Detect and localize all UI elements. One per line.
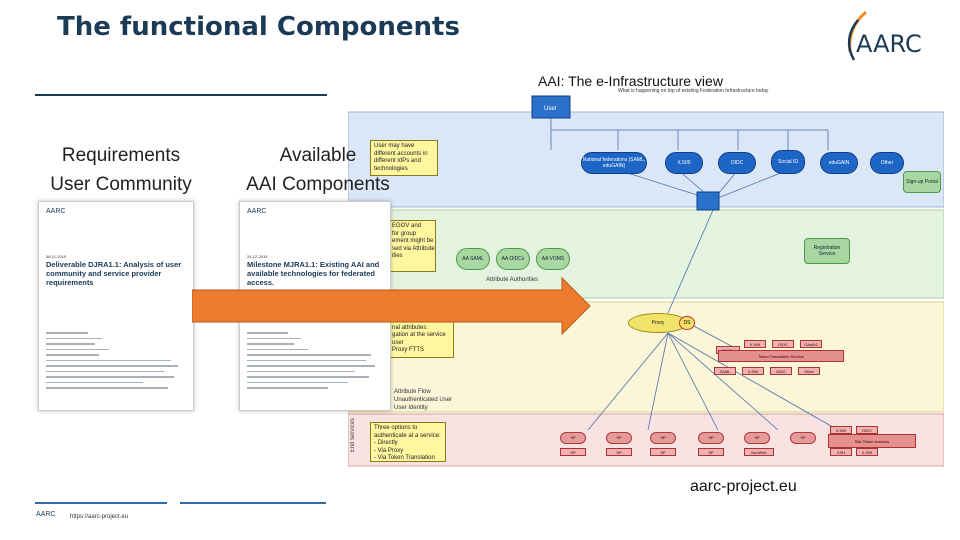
flow-legend-line-3: User Identity [394, 405, 428, 411]
idp-oidc: OIDC [718, 152, 756, 174]
service-sp-3: SP [650, 432, 676, 444]
document-body-lines [46, 332, 185, 393]
document-body-lines [247, 332, 382, 393]
note-attributes-line-2: for group [392, 230, 417, 237]
document-date: 24-12-2015 [247, 254, 268, 259]
aa-saml: AA SAML [456, 248, 490, 270]
service-bottom-2: SP [606, 448, 632, 456]
service-bottom-4: SP [698, 448, 724, 456]
user-label: User [544, 106, 557, 112]
site-box-4: X.509 [856, 448, 878, 456]
site-box-1: X.509 [830, 426, 852, 434]
idp-social-id: Social ID [771, 150, 805, 174]
service-sp-6: SP [790, 432, 816, 444]
service-sp-1: SP [560, 432, 586, 444]
connector-lines [550, 118, 839, 431]
idp-edugain: eduGAIN [820, 152, 858, 174]
document-logo: AARC [46, 208, 66, 215]
note-attributes-line-3: ement might be [392, 238, 434, 244]
note-accounts-line-2: different accounts in [374, 150, 428, 157]
note-options-line-5: - Via Token Translation [374, 455, 435, 461]
token-box-6: X.509 [742, 367, 764, 375]
note-attributes-line-5: ities [392, 253, 403, 259]
aa-oidcs: AA OIDCs [496, 248, 530, 270]
site-token-services: Site Token services [828, 434, 916, 448]
requirements-label: Requirements User Community [36, 141, 206, 199]
note-flows-line-2: nal attributes: [392, 324, 429, 331]
flow-legend: Attribute Flow Unauthenticated User User… [394, 388, 452, 412]
document-logo: AARC [247, 208, 267, 215]
aa-voms: AA VOMS [536, 248, 570, 270]
user-identity-box [696, 191, 720, 211]
note-options-line-3: - Directly [374, 440, 398, 446]
available-label-line-1: Available [279, 145, 357, 166]
attribute-authorities-caption: Attribute Authorities [486, 277, 539, 283]
note-options-line-1: Three options to [374, 425, 418, 431]
discovery-service-node: DS [679, 316, 695, 330]
footer-aarc-logo: AARC [36, 511, 56, 518]
idp-other: Other [870, 152, 904, 174]
registration-service: Registration Service [804, 238, 850, 264]
token-box-5: SAML [714, 367, 736, 375]
token-box-4: OAuth2 [800, 340, 822, 348]
token-box-7: OIDC [770, 367, 792, 375]
site-box-2: OIDC [856, 426, 878, 434]
note-accounts-line-1: User may have [374, 143, 415, 149]
service-sp-2: SP [606, 432, 632, 444]
footer-url: https://aarc-project.eu [70, 514, 129, 520]
note-options: Three options to authenticate at a servi… [370, 422, 446, 462]
project-url-caption: aarc-project.eu [690, 478, 797, 495]
flow-legend-line-2: Unauthenticated User [394, 397, 453, 403]
requirements-label-line-2: User Community [50, 174, 192, 195]
end-services-label: End services [350, 418, 356, 453]
token-box-2: X.509 [744, 340, 766, 348]
aarc-logo-mark [847, 10, 867, 61]
aai-infrastructure-diagram: AAI: The e-Infrastructure view What is h… [348, 70, 944, 470]
flow-legend-line-1: Attribute Flow [394, 389, 431, 395]
token-box-3: OIDC [772, 340, 794, 348]
orange-right-arrow-icon [192, 276, 591, 336]
idp-x509: X.509 [665, 152, 703, 174]
note-attributes-line-4: sed via Attribute [392, 245, 435, 252]
requirements-label-line-1: Requirements [61, 145, 181, 166]
infrastructure-title: AAI: The e-Infrastructure view [538, 73, 723, 89]
note-accounts-line-3: different IdPs and [374, 158, 421, 164]
note-accounts: User may have different accounts in diff… [370, 140, 438, 176]
note-accounts-line-4: technologies [374, 165, 408, 172]
note-attributes-line-1: EGOV and [392, 223, 422, 229]
document-deliverable-djra1-1: AARC 08-11-2015 Deliverable DJRA1.1: Ana… [38, 201, 194, 411]
note-flows-line-3: gation at the service [392, 332, 446, 338]
note-options-line-2: authenticate at a service: [374, 432, 441, 439]
title-underline [35, 94, 327, 96]
footer-rule-left [35, 502, 167, 504]
service-sp-4: SP [698, 432, 724, 444]
sign-up-portal: Sign-up Portal [903, 171, 941, 193]
site-box-3: SSH [830, 448, 852, 456]
note-attributes: EGOV and for group ement might be sed vi… [388, 220, 436, 272]
service-bottom-5: NonWeb [744, 448, 774, 456]
token-box-8: Other [798, 367, 820, 375]
aarc-logo: AARC [836, 10, 936, 68]
available-label-line-2: AAI Components [246, 174, 390, 195]
service-sp-5: SP [744, 432, 770, 444]
document-date: 08-11-2015 [46, 254, 67, 259]
service-bottom-1: SP [560, 448, 586, 456]
document-title: Milestone MJRA1.1: Existing AAI and avai… [247, 260, 380, 287]
note-flows-line-5: Proxy FTTS [392, 347, 425, 353]
note-options-line-4: - Via Proxy [374, 447, 404, 454]
service-bottom-3: SP [650, 448, 676, 456]
token-translation-service: Token Translation Service [718, 350, 844, 362]
document-title: Deliverable DJRA1.1: Analysis of user co… [46, 260, 182, 287]
slide-title: The functional Components [57, 12, 460, 42]
note-flows-line-4: user [392, 339, 404, 346]
aarc-logo-text: AARC [856, 30, 922, 58]
footer-rule-right [180, 502, 326, 504]
infrastructure-subtitle: What is happening on top of existing Fed… [618, 88, 769, 94]
idp-national-federations: National federations (SAML, eduGAIN) [581, 152, 647, 174]
available-label: Available AAI Components [232, 141, 404, 199]
